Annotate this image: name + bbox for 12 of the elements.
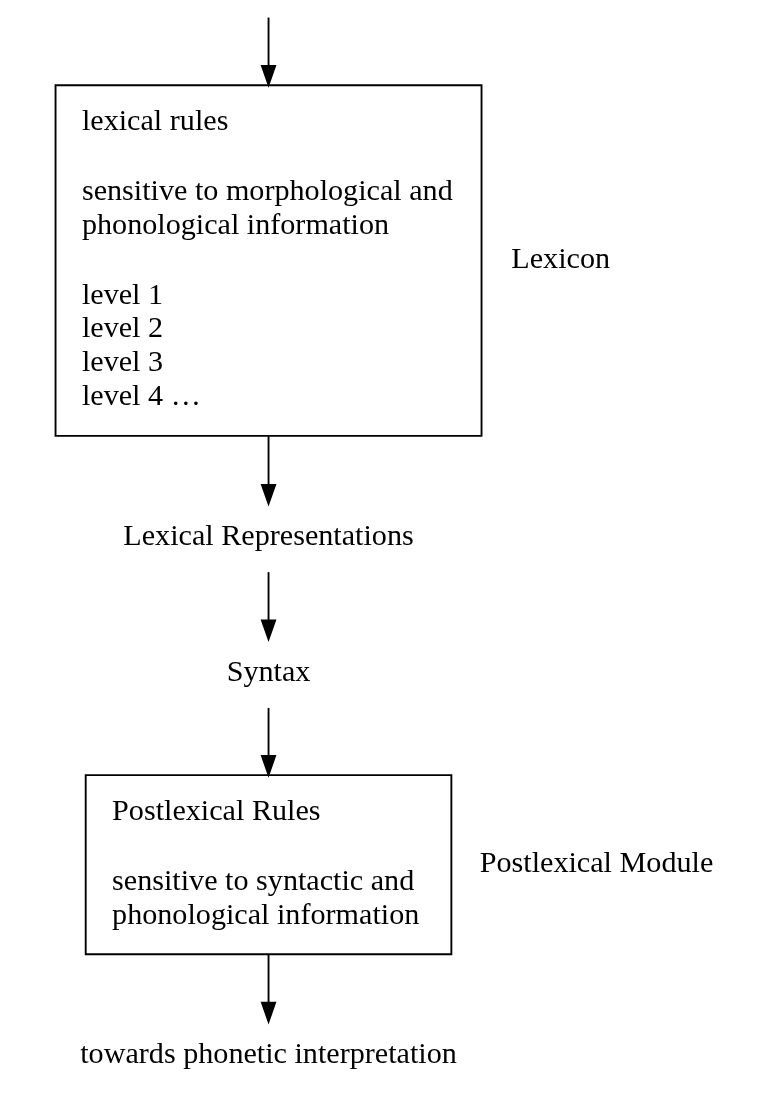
arrow [260,706,276,778]
node-label: Postlexical Module [479,844,713,879]
arrow [260,571,276,643]
node-text: Lexical Representations [122,517,414,552]
node-text: Syntax [226,653,310,688]
arrow [260,16,276,88]
node-box: Postlexical Rules sensitive to syntactic and phonological information [84,774,452,956]
node-text: towards phonetic interpretation [79,1036,457,1071]
arrow [260,435,276,507]
node-box: lexical rules sensitive to morphological and phonological information level 1 level 2 level 3 level 4 … [54,84,482,437]
arrow [260,953,276,1025]
node-label: Lexicon [510,240,610,275]
